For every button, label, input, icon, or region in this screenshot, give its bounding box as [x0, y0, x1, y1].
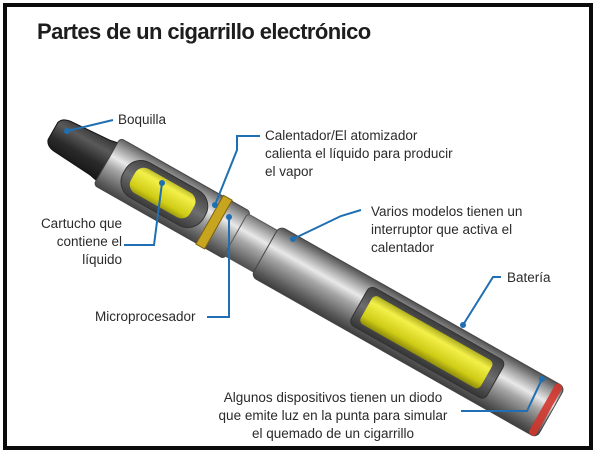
leader-interruptor [293, 210, 361, 239]
page-title: Partes de un cigarrillo electrónico [37, 19, 371, 45]
label-microprocesador: Microprocesador [95, 308, 196, 326]
dot-diodo [539, 376, 545, 382]
label-interruptor: Varios modelos tienen un interruptor que… [371, 203, 522, 257]
label-bateria: Batería [507, 269, 551, 287]
label-calentador: Calentador/El atomizador calienta el líq… [265, 127, 453, 181]
leader-bateria [463, 277, 501, 325]
infographic-frame: Partes de un cigarrillo electrónico Boqu… [3, 3, 593, 450]
dot-microprocesador [226, 214, 232, 220]
label-diodo: Algunos dispositivos tienen un diodo que… [207, 389, 459, 443]
dot-boquilla [64, 128, 70, 134]
dot-interruptor [290, 236, 296, 242]
label-boquilla: Boquilla [118, 111, 166, 129]
dot-cartucho [159, 180, 165, 186]
leader-calentador [215, 136, 260, 205]
label-cartucho: Cartucho que contiene el líquido [17, 215, 122, 269]
dot-bateria [460, 322, 466, 328]
dot-calentador [212, 202, 218, 208]
